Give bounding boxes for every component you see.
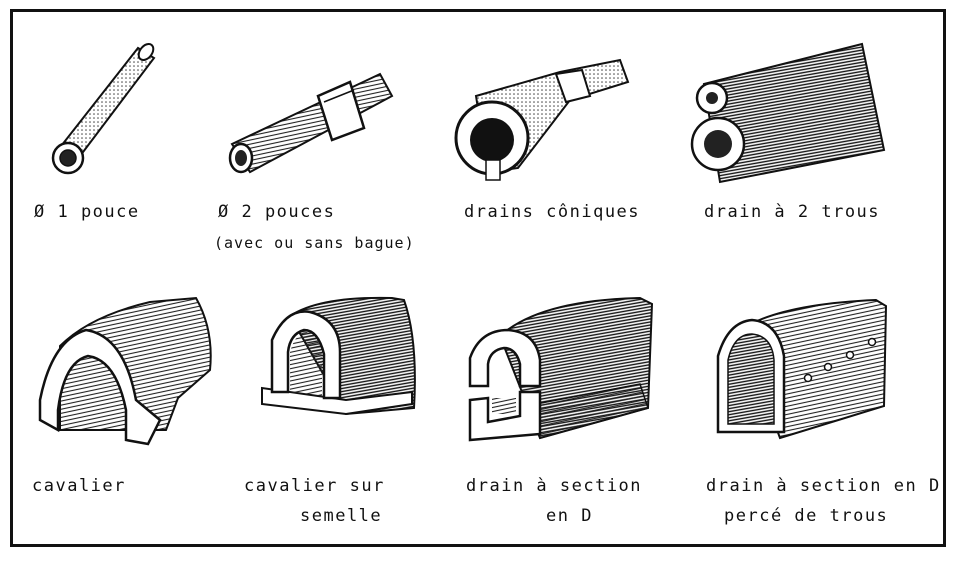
caption-1-inch: Ø 1 pouce (34, 202, 140, 222)
perforated-d-section-drain-drawing (716, 298, 888, 440)
caption-perforated-line1: drain à section en D (706, 476, 941, 496)
caption-d-section-line2: en D (546, 506, 593, 526)
caption-cavalier: cavalier (32, 476, 126, 496)
caption-perforated-line2: percé de trous (724, 506, 889, 526)
caption-2-inch-note: (avec ou sans bague) (214, 234, 415, 252)
conical-drain-drawing (454, 58, 630, 181)
caption-cavalier-sole-line2: semelle (300, 506, 383, 526)
caption-2-inch: Ø 2 pouces (218, 202, 336, 222)
cavalier-on-sole-drawing (261, 296, 416, 416)
two-hole-drain-drawing (690, 42, 886, 184)
caption-d-section-line1: drain à section (466, 476, 643, 496)
cavalier-drawing (38, 296, 212, 446)
pipe-1-inch-drawing (51, 43, 156, 175)
caption-conical: drains côniques (464, 202, 641, 222)
d-section-drain-drawing (468, 296, 654, 442)
pipe-2-inch-drawing (228, 72, 394, 174)
caption-two-hole: drain à 2 trous (704, 202, 881, 222)
caption-cavalier-sole-line1: cavalier sur (244, 476, 385, 496)
